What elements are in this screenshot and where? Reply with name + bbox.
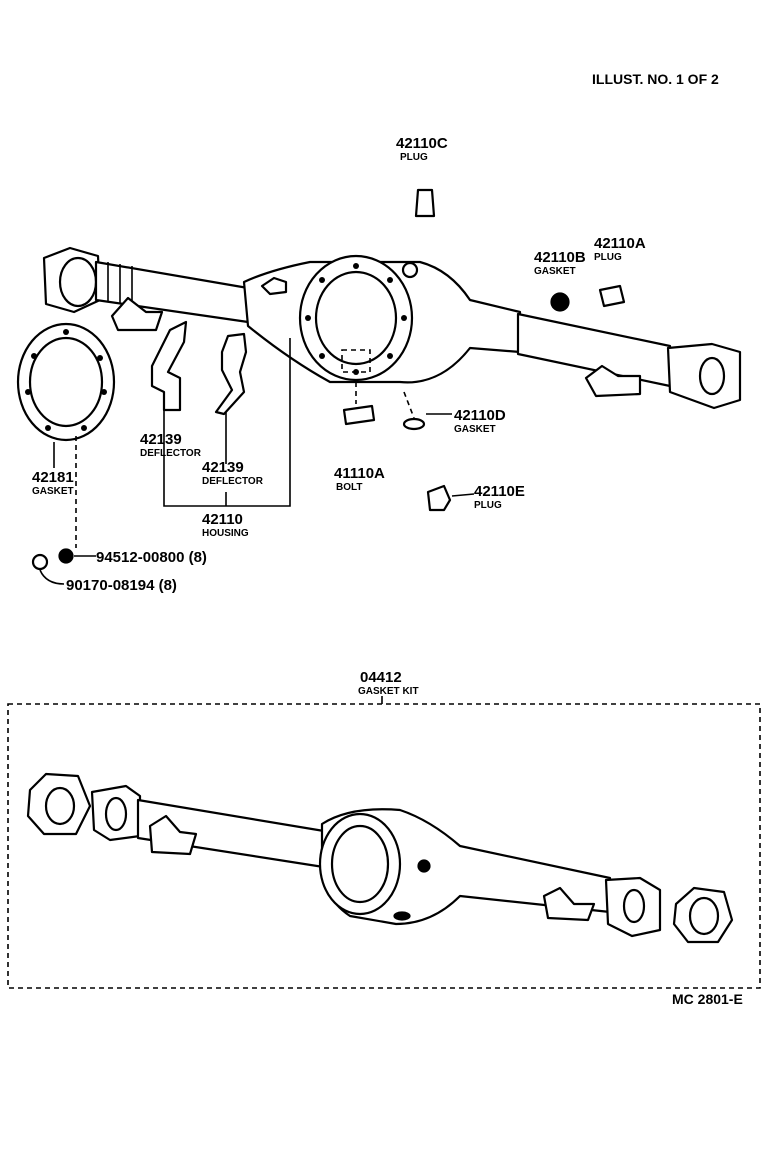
filler-boss bbox=[401, 261, 419, 279]
part-number-90170: 90170-08194 (8) bbox=[66, 577, 177, 594]
deflector-42139-left bbox=[150, 320, 188, 412]
part-number-94512: 94512-00800 (8) bbox=[96, 549, 207, 566]
plug-42110e-icon bbox=[426, 484, 452, 512]
part-name-04412: GASKET KIT bbox=[358, 686, 419, 697]
plug-42110c-icon bbox=[414, 188, 436, 218]
part-name-42110c: PLUG bbox=[400, 152, 428, 163]
part-name-42110a: PLUG bbox=[594, 252, 622, 263]
bolt-41110a-icon bbox=[342, 404, 376, 426]
carrier-opening bbox=[314, 270, 398, 366]
part-number-42110b: 42110B bbox=[534, 249, 586, 266]
gasket-42110d-icon bbox=[402, 417, 426, 431]
part-name-42110e: PLUG bbox=[474, 500, 502, 511]
part-number-42110a: 42110A bbox=[594, 235, 646, 252]
plug-e-leader bbox=[451, 493, 475, 497]
left-flange-opening bbox=[58, 256, 98, 308]
part-name-42139-left: DEFLECTOR bbox=[140, 448, 202, 459]
kit-plug-icon bbox=[417, 859, 431, 873]
figure-code: MC 2801-E bbox=[672, 991, 743, 1007]
kit-right-spring-seat bbox=[542, 886, 596, 922]
part-name-42110d: GASKET bbox=[454, 424, 496, 435]
bolt-location-marker bbox=[341, 349, 371, 373]
part-number-42110e: 42110E bbox=[474, 483, 525, 500]
gasket-42110b-icon bbox=[550, 292, 570, 312]
tube-ribs bbox=[107, 262, 133, 305]
right-flange-opening bbox=[698, 356, 726, 396]
housing-bracket-line bbox=[163, 338, 291, 507]
gasket-kit-drawing bbox=[26, 772, 734, 944]
part-number-42110: 42110 bbox=[202, 511, 243, 528]
carrier-gasket-inner bbox=[28, 336, 104, 428]
part-number-42139-right: 42139 bbox=[202, 459, 244, 476]
kit-left-spring-seat bbox=[148, 814, 198, 856]
part-name-42110b: GASKET bbox=[534, 266, 576, 277]
deflector-42139-right bbox=[214, 332, 248, 416]
part-name-42110: HOUSING bbox=[202, 528, 249, 539]
illust-number: ILLUST. NO. 1 OF 2 bbox=[592, 71, 719, 87]
nut-leader bbox=[39, 569, 65, 585]
right-spring-seat bbox=[584, 364, 642, 398]
part-number-42181: 42181 bbox=[32, 469, 74, 486]
flange-bolt-holes bbox=[305, 263, 407, 375]
gasket-kit-frame bbox=[7, 703, 761, 989]
part-number-41110a: 41110A bbox=[334, 465, 385, 482]
left-spring-seat bbox=[110, 296, 164, 332]
plug-42110a-icon bbox=[598, 284, 626, 308]
gasket-d-dash-leader bbox=[403, 391, 415, 419]
part-number-04412: 04412 bbox=[360, 669, 402, 686]
part-name-42139-right: DEFLECTOR bbox=[202, 476, 264, 487]
part-number-42139-left: 42139 bbox=[140, 431, 182, 448]
breather-boss bbox=[260, 276, 288, 296]
part-number-42110d: 42110D bbox=[454, 407, 506, 424]
part-name-42181: GASKET bbox=[32, 486, 74, 497]
washer-94512-icon bbox=[58, 548, 74, 564]
gasket-42181-drawing bbox=[16, 322, 116, 442]
kit-gasket-small-icon bbox=[393, 911, 411, 921]
axle-housing-drawing bbox=[42, 246, 742, 410]
part-name-41110a: BOLT bbox=[336, 482, 362, 493]
nut-90170-icon bbox=[31, 553, 49, 571]
part-number-42110c: 42110C bbox=[396, 135, 448, 152]
